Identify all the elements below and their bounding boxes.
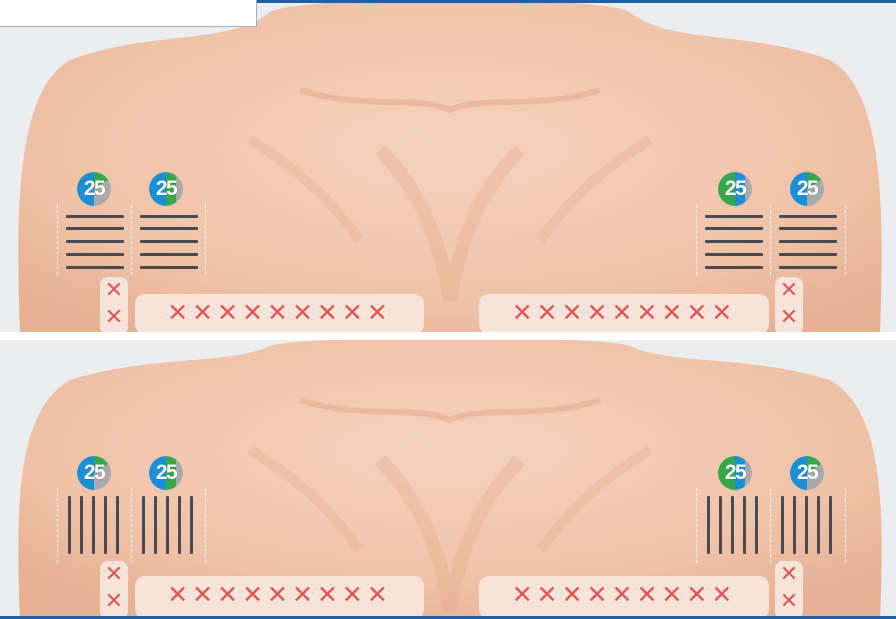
injection-line: [781, 496, 784, 554]
injection-line: [140, 266, 198, 269]
injection-line: [154, 496, 157, 554]
injection-line: [705, 266, 763, 269]
header-label-box: [0, 0, 257, 27]
injection-line: [66, 227, 124, 230]
guide-line: [770, 488, 771, 563]
badge-label: 25: [718, 172, 752, 206]
injection-line: [166, 496, 169, 554]
badge-label: 25: [77, 456, 111, 490]
avoid-mark: ✕: [779, 561, 799, 588]
guide-line: [770, 205, 771, 275]
guide-line: [131, 488, 132, 563]
guide-line: [696, 205, 697, 275]
panel-horizontal-pattern: 25 25 25 25: [0, 0, 896, 332]
injection-line: [779, 253, 837, 256]
injection-line: [817, 496, 820, 554]
injection-line: [140, 227, 198, 230]
dose-badge: 25: [149, 172, 183, 206]
dose-badge: 25: [718, 456, 752, 490]
injection-line: [140, 215, 198, 218]
avoid-zone-bar: ✕✕✕✕✕✕✕✕✕: [479, 576, 769, 619]
injection-line: [66, 240, 124, 243]
injection-line: [66, 253, 124, 256]
injection-line: [190, 496, 193, 554]
avoid-zone-column: ✕✕: [100, 561, 128, 619]
injection-line: [779, 266, 837, 269]
avoid-mark: ✕: [104, 304, 124, 331]
injection-line: [705, 240, 763, 243]
avoid-mark: ✕: [779, 588, 799, 615]
avoid-zone-column: ✕✕: [775, 561, 803, 619]
badge-label: 25: [718, 456, 752, 490]
injection-line: [793, 496, 796, 554]
badge-label: 25: [790, 172, 824, 206]
injection-line: [68, 496, 71, 554]
dose-badge: 25: [77, 172, 111, 206]
injection-line: [743, 496, 746, 554]
avoid-mark: ✕: [104, 277, 124, 304]
injection-line: [104, 496, 107, 554]
guide-line: [845, 488, 846, 563]
injection-line: [779, 240, 837, 243]
injection-line: [705, 215, 763, 218]
injection-line: [92, 496, 95, 554]
guide-line: [205, 205, 206, 275]
injection-line: [140, 240, 198, 243]
injection-line: [707, 496, 710, 554]
avoid-zone-marks: ✕✕: [104, 561, 124, 615]
injection-line: [178, 496, 181, 554]
injection-line: [142, 496, 145, 554]
injection-line: [779, 215, 837, 218]
badge-label: 25: [149, 172, 183, 206]
badge-label: 25: [790, 456, 824, 490]
avoid-mark: ✕: [779, 304, 799, 331]
avoid-zone-marks: ✕✕: [779, 561, 799, 615]
injection-line: [80, 496, 83, 554]
injection-line: [755, 496, 758, 554]
avoid-zone-bar: ✕✕✕✕✕✕✕✕✕: [479, 294, 769, 332]
dose-badge: 25: [790, 456, 824, 490]
dose-badge: 25: [718, 172, 752, 206]
dose-badge: 25: [149, 456, 183, 490]
badge-label: 25: [149, 456, 183, 490]
guide-line: [696, 488, 697, 563]
avoid-zone-marks: ✕✕: [779, 277, 799, 331]
avoid-zone-column: ✕✕: [100, 277, 128, 332]
injection-line: [805, 496, 808, 554]
badge-label: 25: [77, 172, 111, 206]
avoid-mark: ✕: [104, 561, 124, 588]
injection-line: [829, 496, 832, 554]
dose-badge: 25: [790, 172, 824, 206]
avoid-zone-marks: ✕✕: [104, 277, 124, 331]
guide-line: [57, 205, 58, 275]
avoid-zone-bar: ✕✕✕✕✕✕✕✕✕: [135, 576, 424, 619]
guide-line: [57, 488, 58, 563]
avoid-zone-column: ✕✕: [775, 277, 803, 332]
injection-line: [705, 227, 763, 230]
injection-line: [140, 253, 198, 256]
guide-line: [205, 488, 206, 563]
guide-line: [131, 205, 132, 275]
avoid-zone-bar: ✕✕✕✕✕✕✕✕✕: [135, 294, 424, 332]
avoid-mark: ✕: [779, 277, 799, 304]
injection-line: [66, 266, 124, 269]
injection-line: [116, 496, 119, 554]
guide-line: [845, 205, 846, 275]
panel-vertical-pattern: 25 25 25 25: [0, 340, 896, 619]
injection-line: [779, 227, 837, 230]
injection-line: [66, 215, 124, 218]
avoid-mark: ✕: [104, 588, 124, 615]
injection-line: [731, 496, 734, 554]
injection-line: [705, 253, 763, 256]
torso-illustration: [0, 0, 896, 332]
injection-line: [719, 496, 722, 554]
dose-badge: 25: [77, 456, 111, 490]
